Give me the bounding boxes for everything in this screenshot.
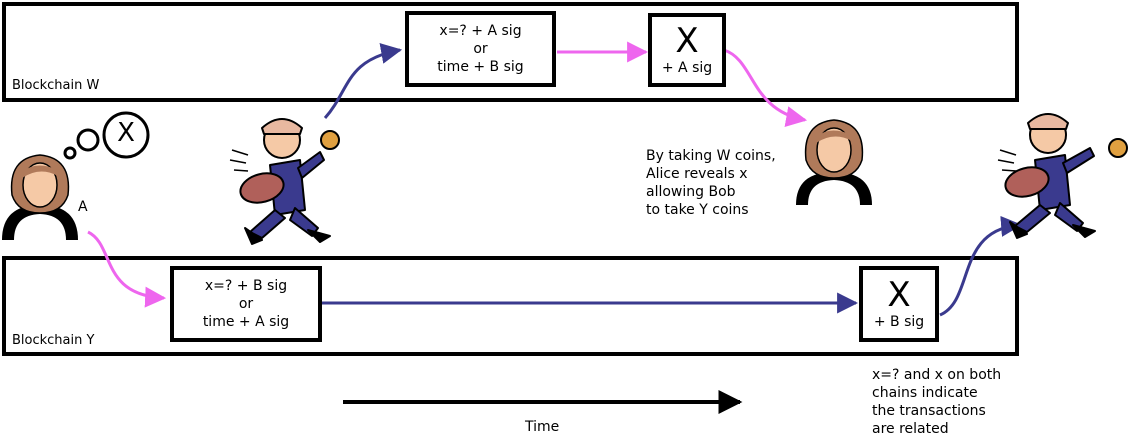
arrow-w-claim-to-alice	[723, 48, 808, 127]
y-contract-line2: or	[238, 296, 254, 312]
y-claim-sig: + B sig	[873, 314, 925, 330]
y-contract-line1: x=? + B sig	[204, 278, 288, 294]
w-contract-line1: x=? + A sig	[439, 23, 522, 39]
w-claim-box: X + A sig	[648, 13, 726, 87]
thought-secret-x: X	[117, 118, 135, 148]
alice-figure-left	[2, 154, 78, 240]
blockchain-y-label: Blockchain Y	[12, 333, 95, 348]
y-contract-line3: time + A sig	[202, 314, 290, 330]
speed-lines-right	[997, 149, 1017, 172]
w-claim-sig: + A sig	[661, 60, 713, 76]
arrow-alice-to-y-contract	[87, 230, 167, 308]
y-claim-box: X + B sig	[859, 266, 939, 342]
w-contract-box: x=? + A sig or time + B sig	[405, 11, 556, 87]
related-note: x=? and x on both chains indicate the tr…	[872, 367, 1002, 437]
bob-figure-left	[239, 118, 340, 245]
alice-label: A	[78, 199, 88, 215]
y-contract-box: x=? + B sig or time + A sig	[170, 266, 322, 342]
alice-figure-right	[796, 119, 872, 205]
thought-bubble	[63, 111, 150, 160]
blockchain-w-label: Blockchain W	[12, 78, 100, 93]
arrow-y-claim-to-bob	[939, 216, 1023, 317]
y-claim-secret: X	[887, 275, 911, 315]
time-label: Time	[525, 419, 560, 435]
speed-lines-left	[229, 149, 249, 172]
reveal-note: By taking W coins, Alice reveals x allow…	[646, 148, 776, 218]
w-contract-line3: time + B sig	[437, 59, 524, 75]
w-contract-line2: or	[473, 41, 488, 57]
w-claim-secret: X	[675, 21, 699, 61]
bob-figure-right	[1004, 113, 1128, 239]
arrow-bob-to-w-contract	[323, 43, 403, 119]
